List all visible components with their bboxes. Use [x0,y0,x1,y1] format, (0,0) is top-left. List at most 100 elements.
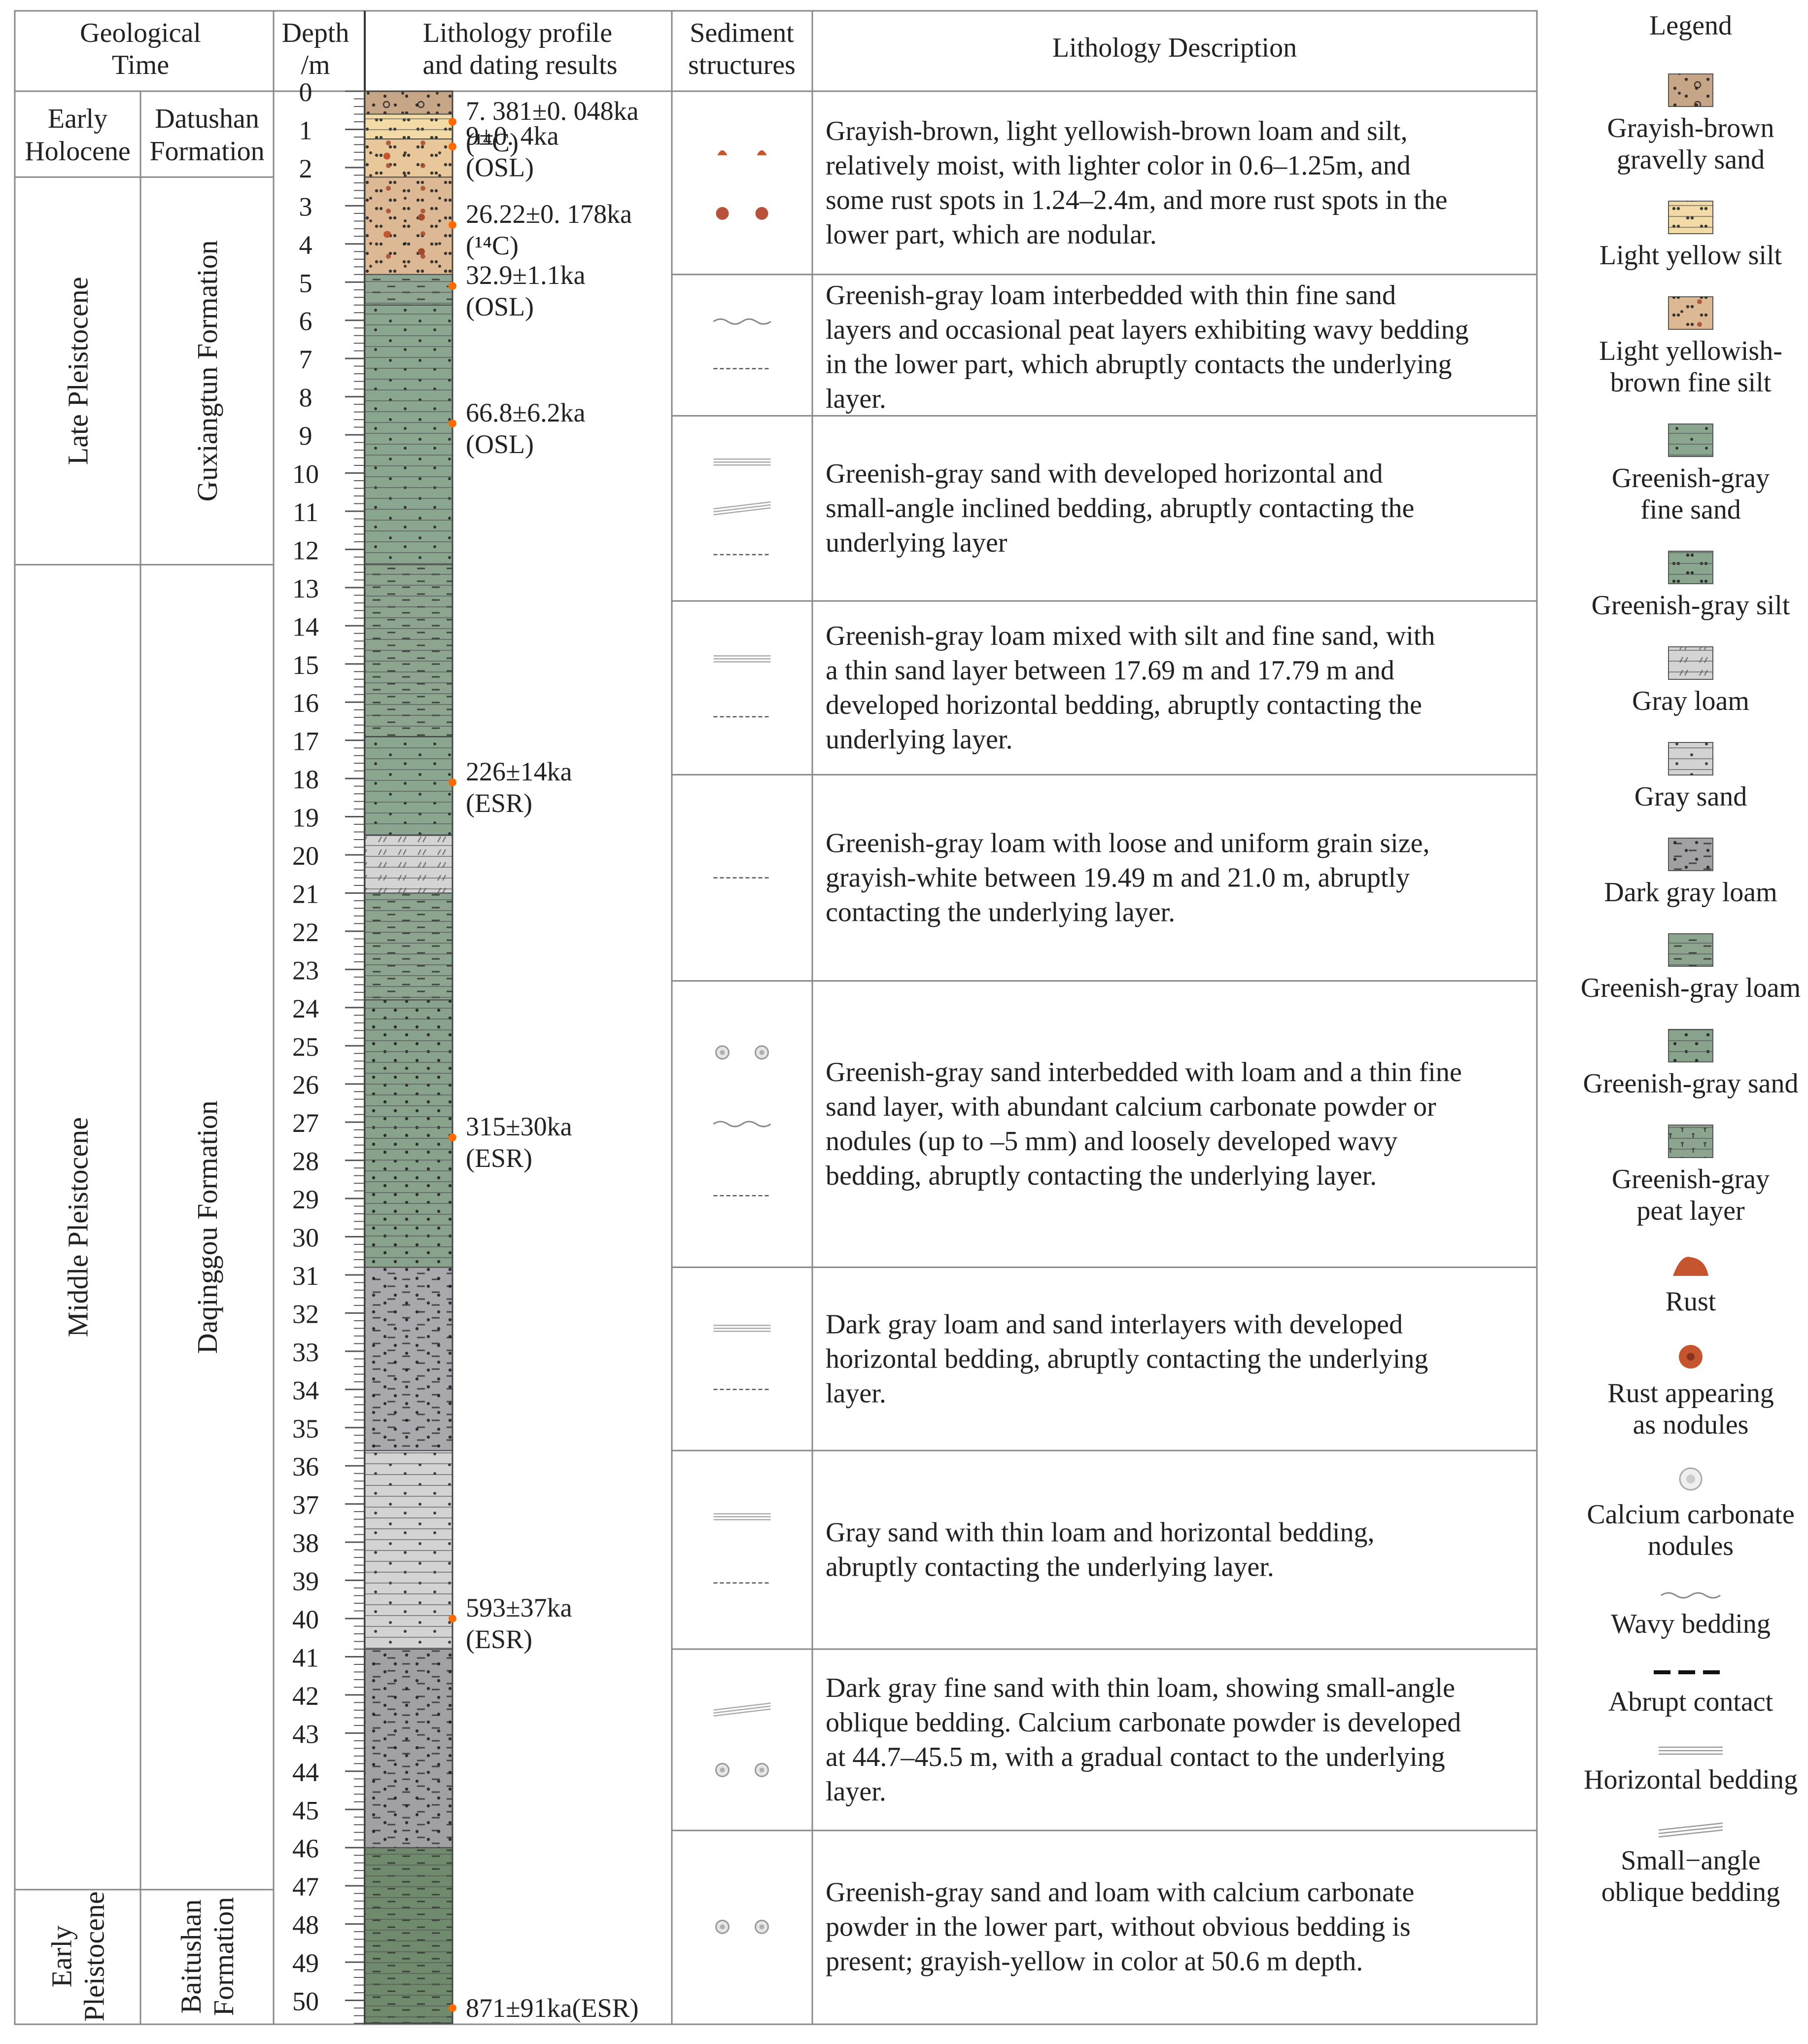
legend-swatch-pattern [1669,1029,1713,1062]
legend-item: Greenish-gray sand [1583,1029,1799,1099]
depth-tick-label: 29 [292,1185,319,1214]
depth-tick-label: 27 [292,1108,319,1138]
legend-item: Horizontal bedding [1584,1746,1798,1795]
legend-item: Abrupt contact [1608,1670,1773,1717]
header-geological-time: Geological [80,18,201,48]
description-line: Dark gray fine sand with thin loam, show… [826,1673,1455,1703]
epoch-label-group: Middle Pleistocene [62,1117,94,1337]
depth-tick-label: 19 [292,803,319,833]
depth-tick-label: 28 [292,1147,319,1176]
description-line: layer. [826,1776,886,1807]
depth-tick-label: 37 [292,1490,319,1520]
legend-item: Light yellow silt [1599,201,1782,271]
legend-swatch-pattern [1669,297,1713,329]
description-line: Greenish-gray sand with developed horizo… [826,458,1383,489]
lithology-layer-pattern [365,1450,452,1649]
lithology-column-outline [364,90,453,2024]
wavy-bedding-icon [713,318,771,325]
depth-tick-label: 23 [292,955,319,985]
oblique-bedding-icon [713,507,771,516]
depth-tick-label: 33 [292,1338,319,1367]
depth-tick-label: 40 [292,1605,319,1634]
lithology-layer-pattern [365,893,452,1000]
description-line: in the lower part, which abruptly contac… [826,349,1452,380]
depth-tick-label: 22 [292,917,319,947]
description-line: nodules (up to –5 mm) and loosely develo… [826,1126,1397,1157]
epoch-label: Early [48,104,107,134]
calcium-nodule-core-icon [720,1924,725,1930]
legend-item: Rust [1666,1257,1716,1317]
description-line: underlying layer [826,528,1008,558]
description-line: contacting the underlying layer. [826,897,1175,927]
depth-tick-label: 42 [292,1681,319,1711]
legend-item: Light yellowish-brown fine silt [1599,296,1782,398]
wavy-bedding-icon [1661,1592,1721,1599]
legend-item-label: nodules [1648,1531,1734,1561]
lithology-layer-pattern [365,274,452,305]
lithology-layer-pattern [365,1267,452,1451]
description-line: layer. [826,384,886,414]
dating-sample-marker [449,142,456,151]
rust-nodule-core-icon [1687,1353,1695,1361]
dating-result-label: (ESR) [466,1624,532,1654]
dating-result-label: (ESR) [466,788,532,818]
dating-results: 7. 381±0. 048ka(¹⁴C)9±0. 4ka(OSL)26.22±0… [449,96,639,2023]
dating-result-label: 315±30ka [466,1112,572,1141]
legend-item-label: Gray sand [1634,781,1747,812]
rust-icon [757,150,767,155]
legend-item-label: Greenish-gray sand [1583,1068,1799,1099]
depth-tick-label: 47 [292,1872,319,1902]
depth-tick-label: 12 [292,535,319,565]
depth-tick-label: 20 [292,841,319,871]
oblique-bedding-icon [713,501,771,510]
legend-item: Greenish-gray loam [1581,933,1801,1003]
header-lithology-profile: and dating results [422,50,617,80]
rust-nodule [418,248,425,255]
rust-nodule [418,213,425,221]
legend-item-label: peat layer [1636,1196,1745,1226]
formation-label: Formation [208,1897,240,2016]
formation-label: Daqinggou Formation [191,1100,223,1354]
header-lithology-description: Lithology Description [1052,33,1297,63]
legend-item: Gray loam [1632,646,1749,716]
dating-result-label: (OSL) [466,152,534,182]
legend-swatch-pattern [1669,424,1713,457]
epoch-label: Middle Pleistocene [62,1117,94,1337]
legend-item-label: Greenish-gray [1612,463,1770,493]
depth-tick-label: 21 [292,879,319,909]
legend-item-label: fine sand [1640,494,1741,525]
depth-tick-label: 1 [299,115,313,145]
depth-tick-label: 13 [292,574,319,603]
epoch-label: Pleistocene [78,1891,110,2021]
rust-nodule [383,231,390,238]
rust-nodule-icon [716,207,729,220]
lithology-descriptions: Grayish-brown, light yellowish-brown loa… [826,116,1469,1977]
calcium-nodule-core-icon [720,1050,725,1055]
depth-tick-label: 0 [299,77,313,107]
description-line: Greenish-gray sand interbedded with loam… [826,1057,1462,1088]
lithology-layer-pattern [365,305,452,565]
description-line: underlying layer. [826,724,1012,755]
legend-item-label: Wavy bedding [1611,1609,1771,1639]
dating-sample-marker [449,221,456,229]
legend-item-label: Greenish-gray [1612,1164,1770,1195]
dating-result-label: 32.9±1.1ka [466,260,586,290]
depth-tick-label: 35 [292,1414,319,1444]
depth-tick-label: 18 [292,765,319,794]
epoch-label-group: Late Pleistocene [62,277,94,465]
legend-item: Greenish-gray silt [1592,551,1790,621]
depth-tick-label: 32 [292,1299,319,1329]
formation-label-group: Guxiangtun Formation [191,240,223,501]
epoch-label: Holocene [25,136,131,167]
calcium-nodule-core-icon [759,1050,765,1055]
description-line: powder in the lower part, without obviou… [826,1911,1411,1942]
depth-tick-label: 38 [292,1528,319,1558]
description-line: lower part, which are nodular. [826,219,1157,250]
depth-tick-label: 3 [299,192,313,221]
depth-tick-label: 6 [299,307,313,336]
oblique-bedding-icon [713,1705,771,1714]
lithology-layer-pattern [365,114,452,139]
depth-tick-label: 36 [292,1452,319,1481]
